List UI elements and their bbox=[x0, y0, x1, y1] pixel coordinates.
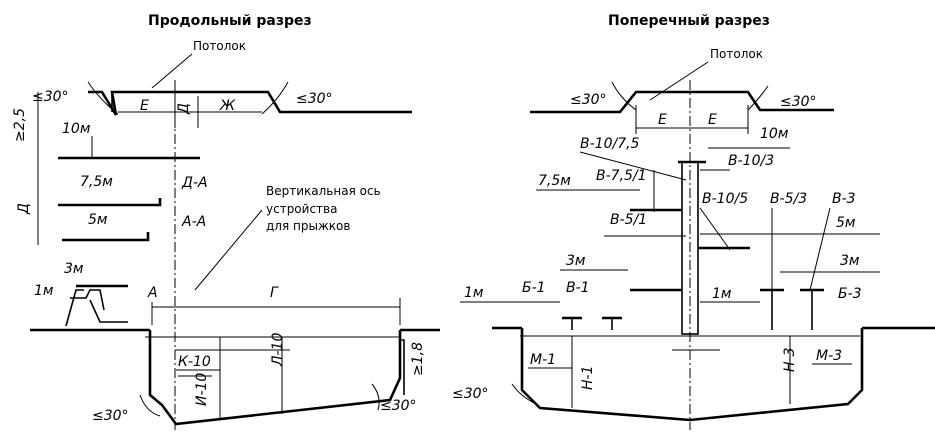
cross-m1: М-1 bbox=[530, 352, 556, 368]
long-ceiling-leader bbox=[151, 53, 193, 89]
long-dim-d: Д bbox=[176, 103, 192, 115]
long-angle-right-arc bbox=[261, 81, 289, 115]
cross-angle-left-arc bbox=[611, 81, 637, 111]
longitudinal-section: Продольный разрез Потолок ≤30° ≤30° Е Д … bbox=[12, 13, 440, 430]
cross-ceiling-leader bbox=[649, 61, 709, 101]
cross-v10-75: В-10/7,5 bbox=[580, 136, 640, 152]
cross-p75: 7,5м bbox=[538, 173, 571, 189]
cross-v1: В-1 bbox=[566, 280, 590, 296]
long-dim-zh: Ж bbox=[219, 98, 236, 114]
long-angle-bottom-left-arc bbox=[139, 394, 161, 417]
long-k10: К-10 bbox=[178, 354, 211, 370]
long-platform-5: 5м bbox=[88, 212, 108, 228]
cross-p1-center: 1м bbox=[712, 286, 732, 302]
cross-angle-right: ≤30° bbox=[780, 94, 817, 110]
cross-m3: М-3 bbox=[816, 348, 842, 364]
cross-section: Поперечный разрез Потолок ≤30° ≤30° Е Е … bbox=[452, 13, 935, 430]
long-dim-d-vertical: Д bbox=[16, 203, 32, 215]
long-springboard-stand bbox=[70, 289, 105, 311]
cross-v10-5: В-10/5 bbox=[702, 191, 748, 207]
cross-p3-left: 3м bbox=[566, 253, 586, 269]
long-pool-wall-right bbox=[400, 339, 405, 395]
long-depth-18: ≥1,8 bbox=[410, 342, 426, 376]
cross-p1-left: 1м bbox=[464, 285, 484, 301]
long-platform-75: 7,5м bbox=[80, 174, 113, 190]
cross-p3-right: 3м bbox=[840, 253, 860, 269]
long-springboard-3: 3м bbox=[64, 261, 84, 277]
cross-p5: 5м bbox=[836, 215, 856, 231]
cross-v10-3: В-10/3 bbox=[728, 153, 774, 169]
cross-v3-leader bbox=[809, 207, 831, 291]
cross-n1: Н-1 bbox=[580, 366, 596, 391]
cross-angle-left: ≤30° bbox=[570, 92, 607, 108]
cross-springboards bbox=[562, 288, 824, 330]
long-axis-note-2: устройства bbox=[266, 202, 337, 216]
long-platform-10: 10м bbox=[62, 121, 91, 137]
cross-pool-outline bbox=[520, 328, 864, 422]
cross-angle-bottom: ≤30° bbox=[452, 386, 489, 402]
cross-p10: 10м bbox=[760, 126, 789, 142]
long-aa: А-А bbox=[181, 214, 206, 230]
long-l10: Л-10 bbox=[270, 333, 286, 367]
cross-v3: В-3 bbox=[832, 191, 856, 207]
long-springboard-1-board bbox=[89, 299, 128, 323]
cross-v5-1: В-5/1 bbox=[610, 212, 647, 228]
cross-v5-3: В-5/3 bbox=[770, 191, 807, 207]
cross-b3: Б-3 bbox=[838, 286, 862, 302]
long-i10: И-10 bbox=[194, 373, 210, 406]
long-label-a: А bbox=[147, 285, 158, 301]
cross-ceiling-label: Потолок bbox=[710, 47, 763, 61]
long-dim-e: Е bbox=[140, 98, 149, 114]
cross-e1: Е bbox=[658, 112, 667, 128]
long-platform-75-line bbox=[58, 198, 162, 207]
long-angle-right: ≤30° bbox=[296, 91, 333, 107]
long-springboard-leg bbox=[65, 289, 84, 327]
long-angle-left-arc bbox=[87, 81, 119, 115]
long-height-25: ≥2,5 bbox=[12, 108, 28, 142]
cross-angle-bottom-arc bbox=[511, 383, 537, 405]
long-springboard-1: 1м bbox=[34, 283, 54, 299]
long-axis-note-3: для прыжков bbox=[266, 219, 350, 233]
long-angle-bottom-right: ≤30° bbox=[380, 398, 417, 414]
long-axis-leader bbox=[194, 209, 263, 291]
long-pool-outline bbox=[148, 330, 402, 426]
long-ceiling-line bbox=[88, 90, 412, 116]
cross-v10-75-leader bbox=[579, 151, 687, 181]
cross-b1a: Б-1 bbox=[522, 280, 546, 296]
long-da: Д-А bbox=[181, 175, 208, 191]
cross-section-title: Поперечный разрез bbox=[608, 13, 770, 29]
cross-ceiling-line bbox=[530, 90, 834, 114]
long-axis-note-1: Вертикальная ось bbox=[266, 184, 381, 198]
long-label-g: Г bbox=[270, 285, 279, 301]
cross-v75-1: В-7,5/1 bbox=[596, 168, 647, 184]
cross-angle-right-arc bbox=[747, 85, 769, 111]
long-section-title: Продольный разрез bbox=[148, 13, 312, 29]
long-ceiling-label: Потолок bbox=[193, 39, 246, 53]
long-angle-bottom-left: ≤30° bbox=[92, 408, 129, 424]
long-angle-left: ≤30° bbox=[32, 89, 69, 105]
cross-v10-5-leader bbox=[699, 207, 731, 251]
long-angle-bottom-right-arc bbox=[371, 383, 380, 411]
long-platform-5-line bbox=[62, 232, 150, 242]
cross-e2: Е bbox=[708, 112, 717, 128]
